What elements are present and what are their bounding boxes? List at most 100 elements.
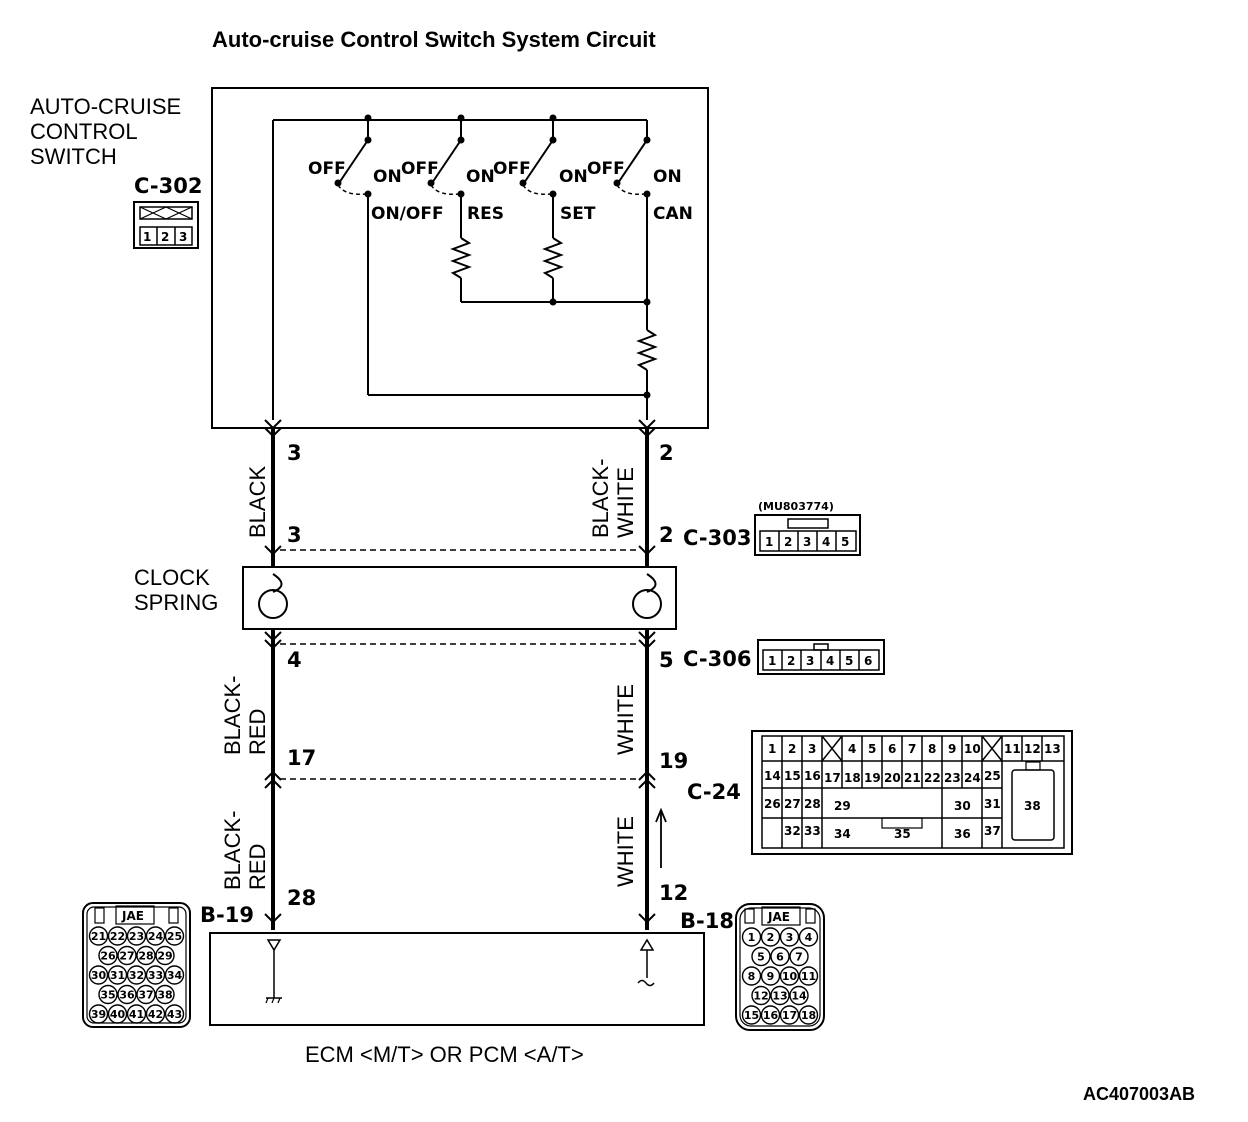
- switch-can: OFF ON CAN: [587, 120, 693, 330]
- b19-pin: 39: [91, 1008, 106, 1021]
- c24-pin: 1: [768, 742, 776, 756]
- c24-pin: 20: [884, 771, 901, 785]
- c24-pin: 37: [984, 824, 1001, 838]
- reference-code: AC407003AB: [1083, 1084, 1195, 1104]
- b18-pin: 13: [772, 990, 787, 1003]
- b19-pin-socket: [155, 984, 175, 1005]
- c24-pin: 9: [948, 742, 956, 756]
- c303-pin: 4: [822, 535, 830, 549]
- b19-pin: 40: [110, 1008, 126, 1021]
- switch-name-label: SET: [560, 204, 596, 224]
- b19-pin-socket: [145, 965, 166, 985]
- c24-label: C-24: [687, 780, 741, 804]
- c303-connector-icon: 1 2 3 4 5: [754, 514, 861, 556]
- wire-color-black-white-1: BLACK-: [588, 459, 613, 538]
- switch-on-off: OFF ON ON/OFF: [308, 114, 444, 395]
- switch-label-line2: CONTROL: [30, 119, 138, 144]
- c24-pin: 15: [784, 769, 801, 783]
- b19-pin: 28: [138, 950, 153, 963]
- b19-pin: 35: [100, 989, 115, 1002]
- c24-pin: 13: [1044, 742, 1061, 756]
- b18-pin-socket: [789, 985, 809, 1006]
- b19-pin-socket: [155, 945, 175, 966]
- switch-on-label: ON: [373, 167, 402, 187]
- c24-pin: 5: [868, 742, 876, 756]
- b18-pin: 4: [805, 931, 813, 944]
- b19-pin: 42: [148, 1008, 163, 1021]
- c306-pin: 5: [845, 654, 853, 668]
- pin-number: 19: [659, 749, 688, 773]
- c302-pin: 1: [143, 230, 151, 244]
- wire-color-black-red-2: RED: [245, 844, 270, 890]
- switch-off-label: OFF: [493, 159, 531, 179]
- c303-pin: 2: [784, 535, 792, 549]
- b18-pin: 17: [782, 1009, 797, 1022]
- c24-pin: 36: [954, 827, 971, 841]
- b18-pin: 16: [763, 1009, 779, 1022]
- c24-pin: 21: [904, 771, 921, 785]
- c24-pin: 24: [964, 771, 981, 785]
- b19-pin-socket: [145, 926, 166, 946]
- wire-color-white: WHITE: [613, 816, 638, 887]
- b18-pin: 6: [776, 951, 784, 964]
- b18-pin-socket: [741, 966, 762, 986]
- b19-pin: 26: [100, 950, 116, 963]
- clock-spring: [242, 566, 677, 630]
- switch-name-label: ON/OFF: [371, 204, 444, 224]
- switch-on-label: ON: [653, 167, 682, 187]
- c306-connector-icon: 1 2 3 4 5 6: [757, 639, 885, 675]
- b18-pin-socket: [770, 946, 790, 967]
- b19-pin-socket: [88, 965, 109, 985]
- b18-pin-socket: [760, 966, 781, 986]
- b19-pin: 37: [138, 989, 153, 1002]
- b19-pin-socket: [98, 984, 118, 1005]
- c24-pin: 6: [888, 742, 896, 756]
- clock-spring-label-line2: SPRING: [134, 590, 218, 615]
- c302-pin: 2: [161, 230, 169, 244]
- b19-pin: 27: [119, 950, 134, 963]
- c24-pin: 28: [804, 797, 821, 811]
- b18-pin-socket: [779, 966, 800, 986]
- b19-pin: 23: [129, 930, 144, 943]
- b18-pin-socket: [760, 927, 781, 947]
- switch-on-label: ON: [466, 167, 495, 187]
- c24-pin: 2: [788, 742, 796, 756]
- c24-connector-icon: 1 2 3 4 5 6 7 8 9 10 11 12 13 14 15 16 1…: [751, 730, 1073, 855]
- b19-pin: 24: [148, 930, 164, 943]
- c24-pin: 29: [834, 799, 851, 813]
- b19-pin: 21: [91, 930, 106, 943]
- c302-pin: 3: [179, 230, 187, 244]
- pin-number: 5: [659, 648, 674, 672]
- pin-number: 4: [287, 648, 302, 672]
- c303-label: C-303: [683, 526, 751, 550]
- c306-pin: 3: [806, 654, 814, 668]
- pin-number: 17: [287, 746, 316, 770]
- b19-pin: 25: [167, 930, 182, 943]
- harness-wires: [264, 419, 667, 930]
- b18-pin: 11: [801, 970, 816, 983]
- b19-pin-socket: [145, 1004, 166, 1024]
- b18-pin: 5: [757, 951, 765, 964]
- switch-name-label: RES: [467, 204, 504, 224]
- c24-pin: 38: [1024, 799, 1041, 813]
- b18-pin-socket: [798, 966, 819, 986]
- wire-color-black-red-1: BLACK-: [220, 811, 245, 890]
- wire-color-black-red-2: RED: [245, 709, 270, 755]
- b19-pin-socket: [164, 1004, 185, 1024]
- c24-pin: 16: [804, 769, 821, 783]
- b19-pin-socket: [126, 965, 147, 985]
- c24-pin: 30: [954, 799, 971, 813]
- b19-pin-socket: [107, 1004, 128, 1024]
- ecm-pcm-block: [209, 932, 705, 1026]
- b18-pin: 2: [767, 931, 775, 944]
- b18-pin-socket: [751, 946, 771, 967]
- b19-pin: 41: [129, 1008, 144, 1021]
- pin-number: 2: [659, 523, 674, 547]
- b18-label: B-18: [680, 909, 734, 933]
- b19-pin-socket: [107, 965, 128, 985]
- c24-pin: 10: [964, 742, 981, 756]
- c303-part-number: (MU803774): [758, 500, 834, 513]
- c24-pin: 25: [984, 769, 1001, 783]
